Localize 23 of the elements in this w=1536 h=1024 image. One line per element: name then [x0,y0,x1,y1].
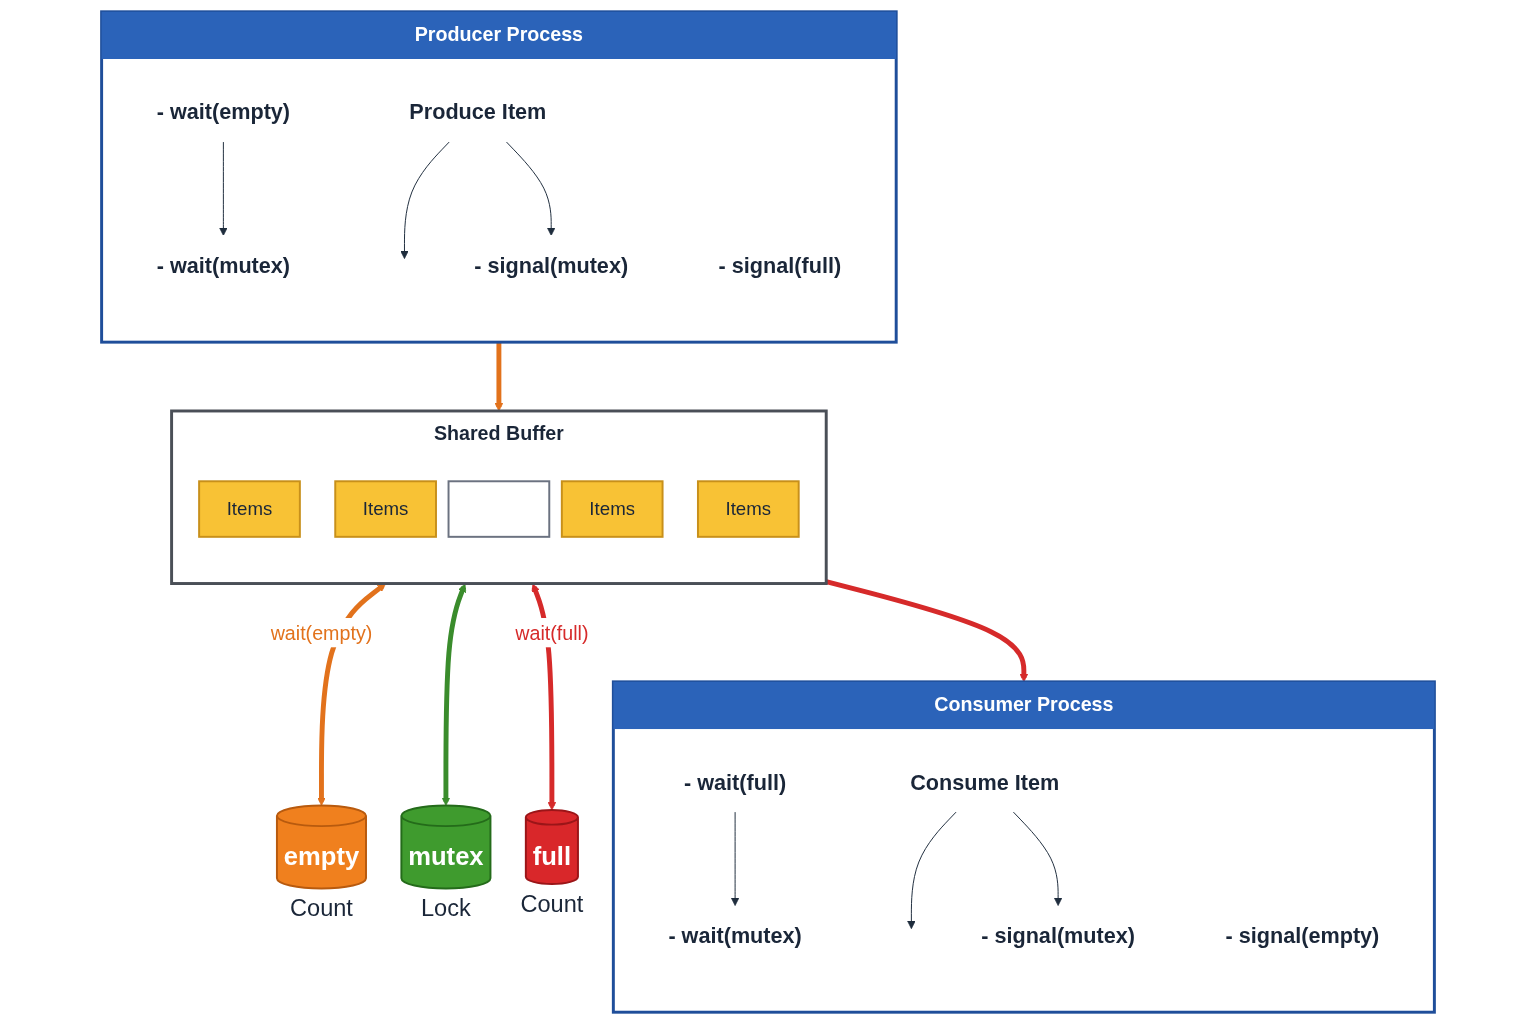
edge-label: wait(full) [515,621,589,644]
caption-text: Count [520,890,584,917]
arrow [531,583,557,811]
node-box: Items [560,480,664,538]
caption-text: Count [290,895,353,922]
node-text: Consume Item [910,769,1060,795]
edge-label: wait(empty) [270,621,373,644]
node-text: - wait(empty) [156,99,291,125]
node-box: Items [198,480,301,538]
caption-text: Lock [421,895,471,922]
node-box [447,480,551,538]
node-box: Items [334,480,437,538]
node-text: - wait(mutex) [156,253,291,278]
node-box: Items [696,480,800,538]
node-text: - wait(mutex) [668,923,802,948]
node-text: - wait(full) [684,769,787,795]
node-text: - signal(mutex) [981,923,1136,948]
node-text: Produce Item [409,99,547,125]
node-text: - signal(mutex) [474,253,629,278]
arrow [441,583,467,806]
node-text: - signal(full) [718,253,842,278]
arrow [317,583,386,806]
node-text: - signal(empty) [1225,923,1380,948]
